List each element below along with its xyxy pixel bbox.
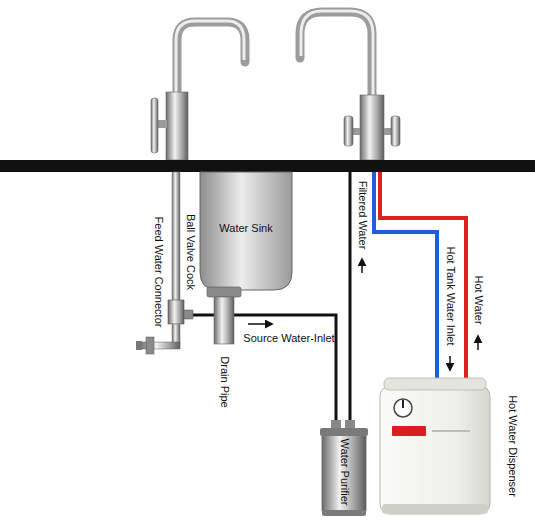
filtered-pipe: [349, 172, 352, 422]
right-faucet: [300, 11, 400, 160]
part-label: Hot Water: [473, 275, 484, 324]
node-label: Hot Water Dispenser: [507, 395, 518, 497]
dispenser-base: [382, 504, 488, 514]
faucet-spout: [177, 22, 245, 96]
drain-pipe: [214, 297, 234, 344]
sink-bowl: [200, 172, 292, 290]
feed-nut: [146, 337, 154, 354]
dispenser-illustration: [380, 378, 490, 514]
faucet-lever: [151, 98, 158, 153]
flow-arrow: [248, 323, 272, 325]
part-label: Ball Valve Cock: [185, 214, 196, 290]
part-label: Filtered Water: [357, 181, 368, 250]
purifier-illustration: [320, 420, 368, 516]
dispenser-knob: [394, 399, 412, 417]
part-label: Hot Tank Water Inlet: [445, 246, 456, 345]
flow-arrow: [361, 259, 363, 273]
part-label: Source Water-Inlet: [243, 333, 334, 344]
faucet-highlight: [301, 11, 373, 100]
cold-pipe: [374, 172, 437, 380]
faucet-lever: [391, 116, 400, 146]
left-faucet: [151, 21, 245, 160]
sink-shape: Water Sink: [200, 172, 292, 284]
dispenser-unit: Hot Water Dispenser: [380, 380, 490, 516]
flow-arrow: [477, 336, 479, 350]
purifier-cap: [320, 428, 368, 436]
knob-pointer: [402, 400, 404, 408]
sink-illustration: [200, 172, 292, 344]
part-label: Feed Water Connector: [153, 217, 164, 328]
faucet-highlight: [176, 21, 244, 96]
dispenser-lid: [384, 378, 486, 390]
dispenser-body: [380, 386, 490, 514]
feed-assembly: [136, 172, 193, 354]
hot-pipe: [380, 172, 466, 380]
badge-rule: [432, 430, 470, 432]
faucet-body: [360, 95, 384, 160]
node-label: Water Sink: [219, 223, 272, 234]
node-label: Water Purifier: [339, 439, 350, 506]
valve-outlet: [184, 310, 193, 319]
purifier-base: [322, 510, 366, 516]
drain-flange: [207, 287, 241, 297]
brand-badge: [392, 426, 426, 436]
feed-shank: [172, 172, 180, 302]
ball-valve: [168, 300, 184, 324]
faucet-lever: [344, 116, 353, 146]
purifier-unit: Water Purifier: [322, 428, 366, 516]
counter-top: [0, 160, 535, 172]
flow-arrow: [449, 356, 451, 370]
faucet-body: [166, 92, 188, 160]
purifier-body: [322, 432, 366, 514]
part-label: Drain Pipe: [219, 356, 230, 407]
feed-end: [136, 341, 142, 350]
faucet-spout: [300, 12, 372, 100]
source-pipe: [192, 315, 336, 422]
